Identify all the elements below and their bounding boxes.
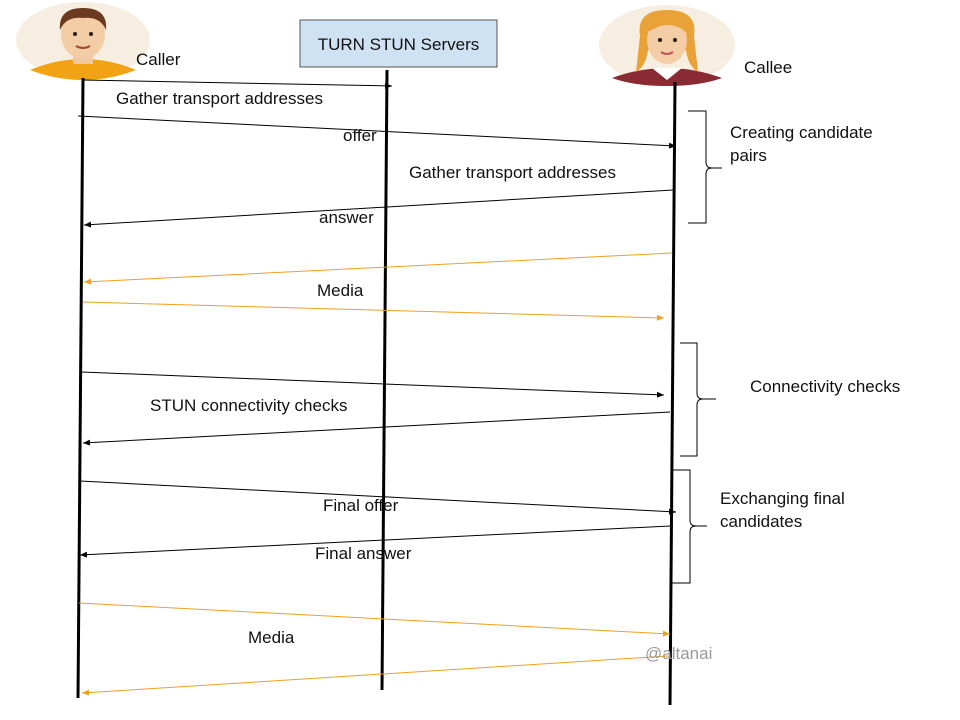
- media-2-label: Media: [248, 628, 295, 647]
- phase-exchanging-final-line2: candidates: [720, 512, 802, 531]
- bracket-exchanging-final: [672, 469, 707, 584]
- server-box: TURN STUN Servers: [299, 19, 498, 68]
- stun-checks-label: STUN connectivity checks: [150, 396, 347, 415]
- final-answer-label: Final answer: [315, 544, 412, 563]
- phase-connectivity-label: Connectivity checks: [750, 377, 900, 396]
- bracket-connectivity: [680, 342, 716, 457]
- server-label: TURN STUN Servers: [318, 35, 480, 54]
- media-arrow-to-caller-2: [81, 655, 669, 696]
- offer-label: offer: [343, 126, 377, 145]
- answer-label: answer: [319, 208, 374, 227]
- callee-avatar: [599, 5, 735, 86]
- stun-check-arrow-to-callee: [81, 371, 665, 398]
- gather-callee-label: Gather transport addresses: [409, 163, 616, 182]
- media-1-label: Media: [317, 281, 364, 300]
- gather-request-arrow: [82, 79, 393, 89]
- media-arrow-to-callee-1: [82, 301, 665, 321]
- phase-creating-pairs-line2: pairs: [730, 146, 767, 165]
- final-offer-label: Final offer: [323, 496, 399, 515]
- offer-arrow: [77, 115, 677, 149]
- final-offer-arrow: [79, 480, 677, 515]
- callee-label: Callee: [744, 58, 792, 77]
- gather-caller-label: Gather transport addresses: [116, 89, 323, 108]
- server-lifeline: [380, 69, 389, 691]
- caller-avatar: [16, 2, 150, 80]
- phase-exchanging-final-line1: Exchanging final: [720, 489, 845, 508]
- callee-lifeline: [668, 81, 677, 706]
- caller-lifeline: [76, 77, 85, 699]
- media-arrow-to-callee-2: [78, 602, 671, 637]
- phase-creating-pairs-line1: Creating candidate: [730, 123, 873, 142]
- caller-label: Caller: [136, 50, 181, 69]
- final-answer-arrow: [79, 525, 671, 558]
- answer-arrow: [83, 189, 674, 228]
- watermark: @altanai: [645, 644, 712, 663]
- bracket-creating-pairs: [688, 110, 722, 224]
- media-arrow-to-caller-1: [83, 252, 673, 285]
- stun-check-arrow-to-caller: [82, 411, 671, 446]
